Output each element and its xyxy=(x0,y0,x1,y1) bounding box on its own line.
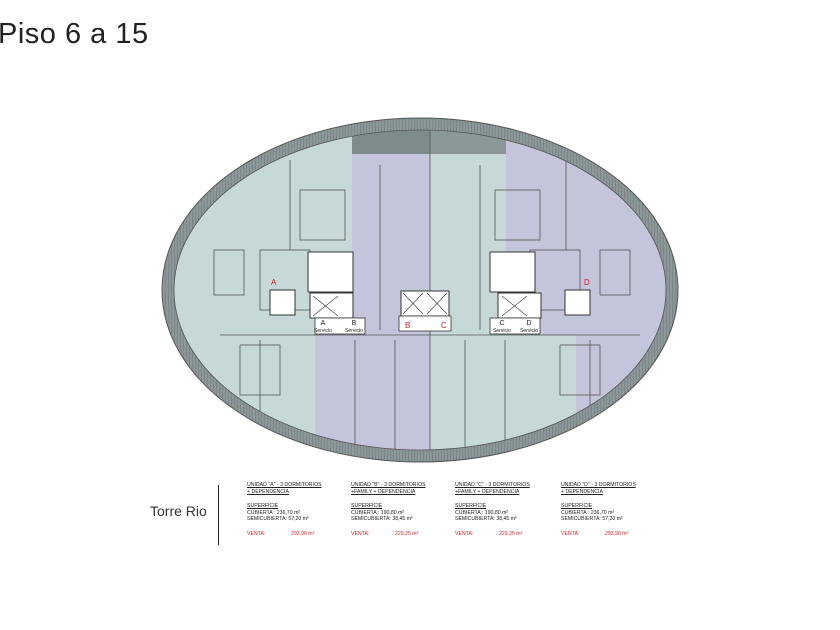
semicubierta: SEMICUBIERTA: 57,20 m² xyxy=(561,516,623,522)
unit-heading: UNIDAD "B" - 3 DORMITORIOS xyxy=(351,482,426,488)
service-text-a: Servicio xyxy=(314,328,332,334)
venta-label: VENTA: xyxy=(351,530,370,537)
unit-heading: UNIDAD "A" - 3 DORMITORIOS xyxy=(247,482,322,488)
service-letter-c: C xyxy=(499,320,504,327)
cubierta: CUBIERTA : 236,70 m² xyxy=(247,509,301,516)
service-text-c: Servicio xyxy=(493,328,511,334)
venta-label: VENTA: xyxy=(561,530,580,537)
semicubierta: SEMICUBIERTA: 38,45 m² xyxy=(455,516,517,522)
unit-subheading: + DEPENDENCIA xyxy=(561,488,603,495)
unit-label-a: A xyxy=(271,278,277,287)
venta-label: VENTA: xyxy=(247,530,266,537)
venta-value: 229,25 m² xyxy=(499,530,523,537)
unit-legend-b: UNIDAD "B" - 3 DORMITORIOS +FAMILY + DEP… xyxy=(351,482,456,537)
cubierta: CUBIERTA : 236,70 m² xyxy=(561,509,615,516)
divider xyxy=(218,485,219,545)
page-title: Piso 6 a 15 xyxy=(0,18,149,50)
unit-subheading: + DEPENDENCIA xyxy=(247,488,289,495)
unit-legend-c: UNIDAD "C" - 3 DORMITORIOS +FAMILY + DEP… xyxy=(455,482,560,537)
venta-label: VENTA: xyxy=(455,530,474,537)
cubierta: CUBIERTA : 190,80 m² xyxy=(455,509,509,516)
service-letter-b: B xyxy=(352,320,357,327)
unit-heading: UNIDAD "C" - 3 DORMITORIOS xyxy=(455,482,530,488)
venta-value: 293,90 m² xyxy=(291,530,315,537)
semicubierta: SEMICUBIERTA: 57,20 m² xyxy=(247,516,309,522)
venta-value: 229,25 m² xyxy=(395,530,419,537)
unit-legend-a: UNIDAD "A" - 3 DORMITORIOS + DEPENDENCIA… xyxy=(247,482,352,537)
service-text-b: Servicio xyxy=(345,328,363,334)
superficie-label: SUPERFICIE xyxy=(561,503,593,509)
elevator-label-c: C xyxy=(441,321,447,330)
service-letter-a: A xyxy=(321,320,326,327)
semicubierta: SEMICUBIERTA: 38,45 m² xyxy=(351,516,413,522)
service-text-d: Servicio xyxy=(520,328,538,334)
cubierta: CUBIERTA : 190,80 m² xyxy=(351,509,405,516)
venta-value: 293,90 m² xyxy=(605,530,629,537)
elevator-label-b: B xyxy=(405,321,410,330)
superficie-label: SUPERFICIE xyxy=(247,503,279,509)
unit-label-d: D xyxy=(584,278,590,287)
unit-heading: UNIDAD "D" - 3 DORMITORIOS xyxy=(561,482,636,488)
superficie-label: SUPERFICIE xyxy=(455,503,487,509)
unit-subheading: +FAMILY + DEPENDENCIA xyxy=(455,488,520,495)
unit-legend-d: UNIDAD "D" - 3 DORMITORIOS + DEPENDENCIA… xyxy=(561,482,666,537)
superficie-label: SUPERFICIE xyxy=(351,503,383,509)
service-letter-d: D xyxy=(526,320,531,327)
unit-subheading: +FAMILY + DEPENDENCIA xyxy=(351,488,416,495)
tower-name: Torre Rio xyxy=(150,503,207,519)
